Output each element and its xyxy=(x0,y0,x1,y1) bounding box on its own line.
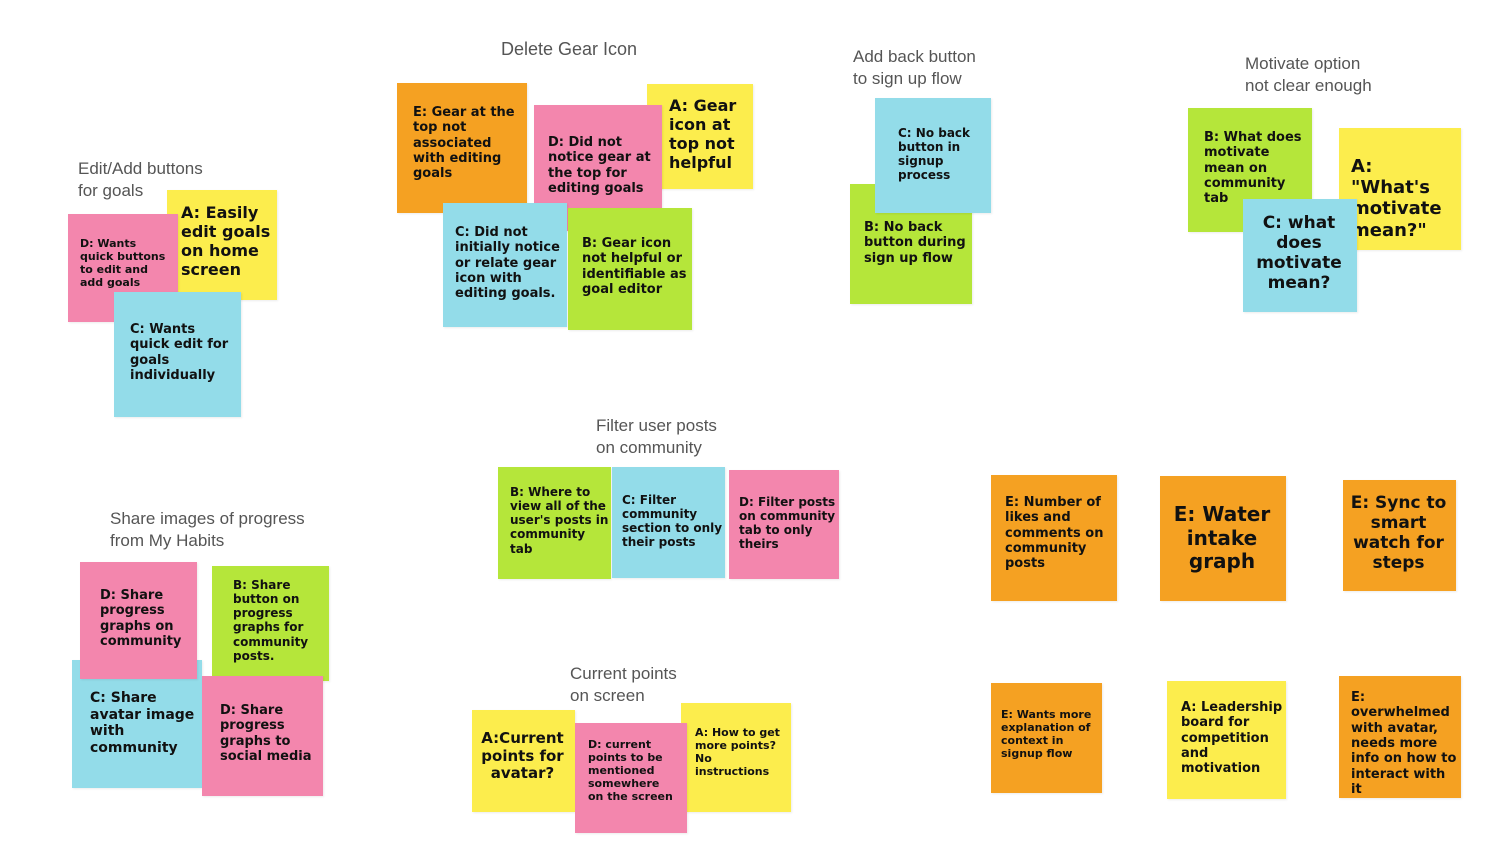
sticky-note-text: B: Where to view all of the user's posts… xyxy=(510,485,609,556)
heading-motivate-option: Motivate option not clear enough xyxy=(1245,54,1372,95)
sticky-note-share-button-progress[interactable]: B: Share button on progress graphs for c… xyxy=(212,566,329,681)
sticky-note-text: E: Wants more explanation of context in … xyxy=(1001,708,1092,760)
sticky-note-text: C: Wants quick edit for goals individual… xyxy=(130,322,229,383)
sticky-note-text: C: Share avatar image with community xyxy=(90,690,195,756)
sticky-note-no-back-button-process[interactable]: C: No back button in signup process xyxy=(875,98,991,213)
sticky-note-share-avatar-image[interactable]: C: Share avatar image with community xyxy=(72,660,202,788)
sticky-note-text: E: Gear at the top not associated with e… xyxy=(413,105,515,182)
sticky-note-current-points-avatar[interactable]: A:Current points for avatar? xyxy=(472,710,575,812)
sticky-note-did-not-relate-gear[interactable]: C: Did not initially notice or relate ge… xyxy=(443,203,567,327)
sticky-note-likes-comments[interactable]: E: Number of likes and comments on commu… xyxy=(991,475,1117,601)
sticky-note-text: B: What does motivate mean on community … xyxy=(1204,130,1302,207)
sticky-note-text: A: "What's motivate mean?" xyxy=(1351,156,1442,241)
sticky-note-text: A: Leadership board for competition and … xyxy=(1181,700,1283,777)
sticky-note-text: C: Did not initially notice or relate ge… xyxy=(455,225,560,302)
sticky-note-easily-edit-goals[interactable]: A: Easily edit goals on home screen xyxy=(167,190,277,300)
sticky-note-gear-not-associated[interactable]: E: Gear at the top not associated with e… xyxy=(397,83,527,213)
sticky-note-text: E: overwhelmed with avatar, needs more i… xyxy=(1351,690,1457,797)
heading-delete-gear-icon: Delete Gear Icon xyxy=(501,39,638,59)
sticky-note-leadership-board[interactable]: A: Leadership board for competition and … xyxy=(1167,681,1286,799)
sticky-note-text: A:Current points for avatar? xyxy=(481,729,564,783)
heading-edit-add-buttons: Edit/Add buttons for goals xyxy=(78,159,203,200)
sticky-note-text: B: Share button on progress graphs for c… xyxy=(233,578,309,663)
sticky-note-text: A: Easily edit goals on home screen xyxy=(181,203,271,279)
sticky-note-text: E: Sync to smart watch for steps xyxy=(1350,493,1447,574)
sticky-note-sync-smart-watch[interactable]: E: Sync to smart watch for steps xyxy=(1343,480,1456,591)
sticky-note-what-does-motivate-mean-c[interactable]: C: what does motivate mean? xyxy=(1243,199,1357,312)
sticky-note-share-graphs-social[interactable]: D: Share progress graphs to social media xyxy=(202,676,323,796)
sticky-note-whats-motivate-mean-quote[interactable]: A: "What's motivate mean?" xyxy=(1339,128,1461,250)
sticky-note-points-mentioned[interactable]: D: current points to be mentioned somewh… xyxy=(575,723,687,833)
sticky-note-text: C: No back button in signup process xyxy=(898,126,971,183)
sticky-note-share-graphs-community[interactable]: D: Share progress graphs on community xyxy=(80,562,197,679)
sticky-note-gear-not-identifiable[interactable]: B: Gear icon not helpful or identifiable… xyxy=(568,208,692,330)
sticky-note-text: D: Share progress graphs on community xyxy=(100,588,182,649)
heading-filter-user-posts: Filter user posts on community xyxy=(596,416,717,457)
sticky-note-gear-not-helpful[interactable]: A: Gear icon at top not helpful xyxy=(647,84,753,189)
heading-share-images: Share images of progress from My Habits xyxy=(110,509,305,550)
sticky-note-text: A: How to get more points? No instructio… xyxy=(695,726,780,778)
sticky-note-filter-community-section[interactable]: C: Filter community section to only thei… xyxy=(612,467,725,578)
sticky-note-text: A: Gear icon at top not helpful xyxy=(669,96,737,172)
sticky-note-text: B: Gear icon not helpful or identifiable… xyxy=(582,236,687,297)
sticky-note-text: E: Number of likes and comments on commu… xyxy=(1005,495,1104,572)
sticky-note-view-all-user-posts[interactable]: B: Where to view all of the user's posts… xyxy=(498,467,611,579)
sticky-note-overwhelmed-avatar[interactable]: E: overwhelmed with avatar, needs more i… xyxy=(1339,676,1461,798)
sticky-note-filter-posts-theirs[interactable]: D: Filter posts on community tab to only… xyxy=(729,470,839,579)
heading-current-points: Current points on screen xyxy=(570,664,677,705)
sticky-note-text: D: Wants quick buttons to edit and add g… xyxy=(80,237,166,289)
sticky-note-water-intake-graph[interactable]: E: Water intake graph xyxy=(1160,476,1286,601)
sticky-note-text: D: Did not notice gear at the top for ed… xyxy=(548,135,651,196)
sticky-note-text: D: current points to be mentioned somewh… xyxy=(588,738,673,803)
sticky-note-text: C: what does motivate mean? xyxy=(1256,213,1342,294)
sticky-note-text: B: No back button during sign up flow xyxy=(864,220,966,266)
sticky-note-text: D: Share progress graphs to social media xyxy=(220,703,312,764)
sticky-note-signup-explanation[interactable]: E: Wants more explanation of context in … xyxy=(991,683,1102,793)
heading-add-back-button: Add back button to sign up flow xyxy=(853,47,976,88)
sticky-note-quick-edit-individually[interactable]: C: Wants quick edit for goals individual… xyxy=(114,292,241,417)
sticky-note-text: D: Filter posts on community tab to only… xyxy=(739,495,836,552)
sticky-note-text: E: Water intake graph xyxy=(1173,502,1271,574)
sticky-note-how-to-get-points[interactable]: A: How to get more points? No instructio… xyxy=(681,703,791,812)
sticky-note-text: C: Filter community section to only thei… xyxy=(622,493,723,550)
